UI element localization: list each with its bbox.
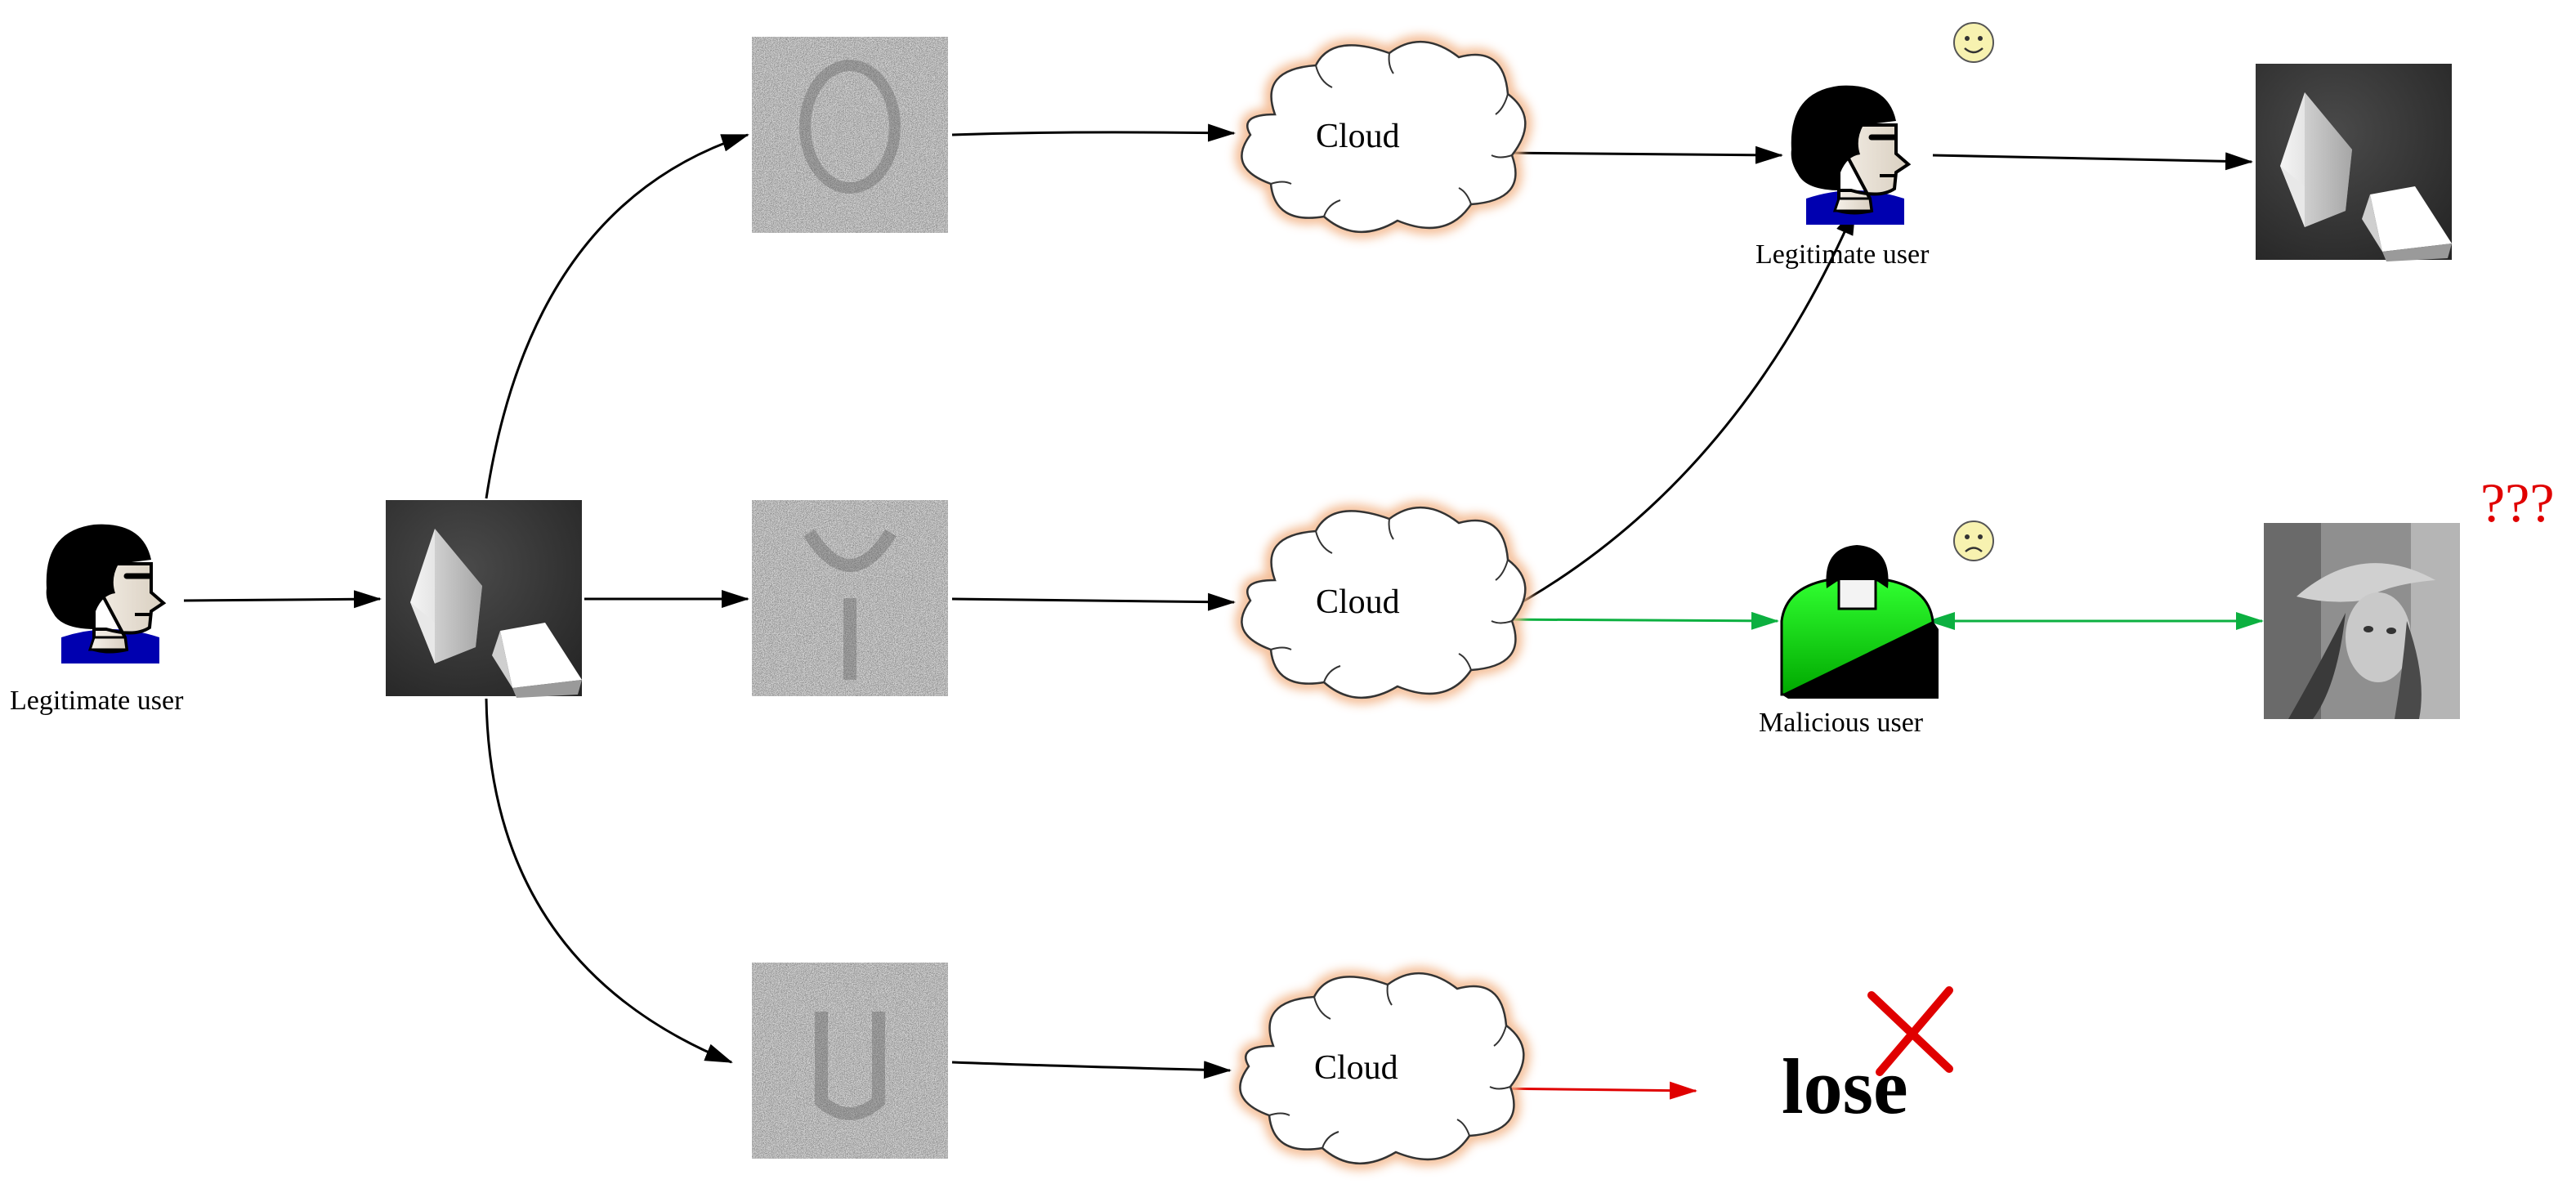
user-head-icon (1791, 86, 1908, 225)
arrow-share-bottom-to-cloud (951, 1061, 1232, 1079)
recovered-image (2256, 64, 2452, 261)
lose-label: lose (1782, 1043, 1908, 1130)
original-image (386, 500, 582, 698)
cloud-bottom: Cloud (1240, 973, 1523, 1164)
arrow-cloud-to-lose (1487, 1081, 1697, 1100)
cloud-bottom-label: Cloud (1314, 1049, 1398, 1087)
sad-face-icon (1953, 521, 1994, 561)
fake-image (2264, 523, 2460, 719)
cloud-middle: Cloud (1241, 507, 1525, 698)
cloud-top: Cloud (1241, 42, 1525, 232)
question-marks: ??? (2480, 471, 2555, 534)
encrypted-share-middle (752, 500, 948, 696)
arrow-image-to-share-top (485, 133, 749, 499)
arrow-receiver-to-recovered (1932, 152, 2253, 171)
source-user: Legitimate user (10, 525, 184, 716)
arrow-user-to-image (183, 590, 382, 609)
arrows (183, 123, 2264, 1100)
receiver-user: Legitimate user (1755, 86, 1930, 270)
arrow-cloud-top-to-receiver (1499, 145, 1783, 164)
arrow-share-middle-to-cloud (951, 592, 1236, 611)
arrow-cloud-middle-to-receiver (1499, 207, 1857, 616)
arrow-cloud-to-malicious (1495, 611, 1779, 630)
source-user-label: Legitimate user (10, 686, 184, 716)
arrow-share-top-to-cloud (951, 123, 1236, 142)
cloud-middle-label: Cloud (1316, 583, 1400, 621)
receiver-user-label: Legitimate user (1755, 239, 1930, 270)
malicious-user: Malicious user (1759, 545, 1939, 738)
malicious-user-label: Malicious user (1759, 708, 1924, 738)
happy-face-icon (1953, 22, 1994, 63)
red-cross-icon (1867, 986, 1953, 1076)
encrypted-share-top (752, 37, 948, 233)
malicious-user-icon (1780, 545, 1939, 699)
cloud-top-label: Cloud (1316, 118, 1400, 155)
user-head-icon (47, 525, 163, 663)
arrow-image-to-share-bottom (485, 698, 733, 1064)
encrypted-share-bottom (752, 963, 948, 1159)
